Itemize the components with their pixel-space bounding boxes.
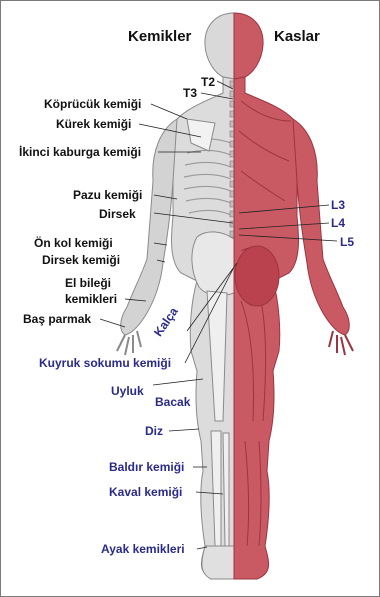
- label-scapula: Kürek kemiği: [56, 117, 131, 131]
- label-l4: L4: [331, 216, 345, 230]
- label-leg: Bacak: [155, 395, 190, 409]
- label-thigh: Uyluk: [111, 384, 144, 398]
- label-coccyx: Kuyruk sokumu kemiği: [39, 356, 171, 370]
- label-humerus: Pazu kemiği: [73, 188, 142, 202]
- label-t2: T2: [201, 75, 215, 89]
- label-elbow: Dirsek: [99, 207, 136, 221]
- label-t3: T3: [183, 86, 197, 100]
- label-thumb: Baş parmak: [23, 312, 91, 326]
- header-muscles: Kaslar: [274, 28, 320, 45]
- label-ulna: Dirsek kemiği: [42, 253, 120, 267]
- label-knee: Diz: [145, 424, 163, 438]
- label-l5: L5: [340, 235, 354, 249]
- label-second-rib: İkinci kaburga kemiği: [19, 145, 141, 159]
- label-carpals-line2: kemikleri: [65, 292, 117, 306]
- label-carpals-line1: El bileği: [65, 276, 111, 290]
- header-bones: Kemikler: [128, 28, 191, 45]
- label-foot-bones: Ayak kemikleri: [101, 542, 185, 556]
- label-clavicle: Köprücük kemiği: [44, 97, 141, 111]
- label-l3: L3: [331, 198, 345, 212]
- label-fibula: Baldır kemiği: [109, 460, 184, 474]
- label-radius: Ön kol kemiği: [34, 236, 113, 250]
- muscle-half: [234, 13, 353, 579]
- label-tibia: Kaval kemiği: [109, 485, 182, 499]
